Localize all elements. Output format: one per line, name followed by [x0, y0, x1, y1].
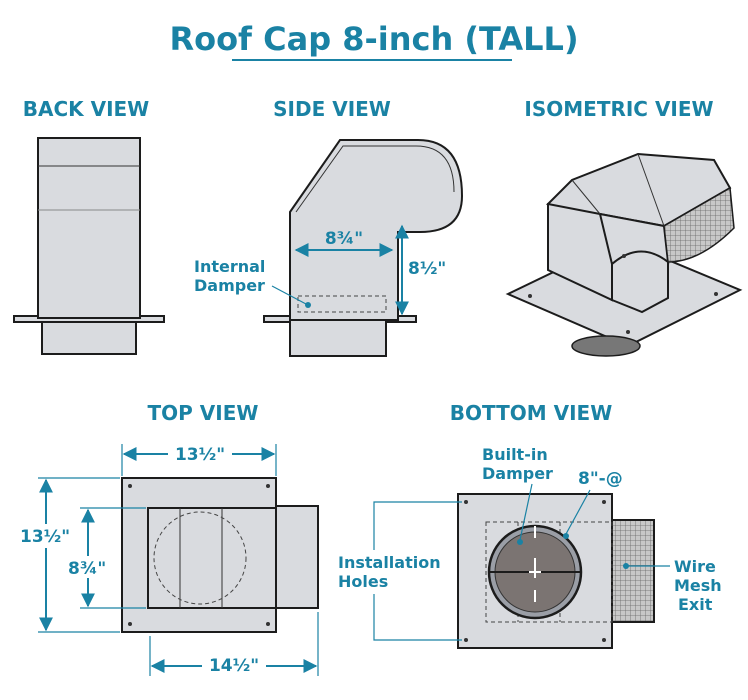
side-height-dim: 8½"	[408, 259, 446, 279]
top-inner-dim: 8¾"	[68, 559, 106, 579]
diameter-marker	[563, 533, 569, 539]
bottom-view-drawing	[457, 493, 655, 649]
wire-mesh-label-3: Exit	[678, 595, 713, 614]
installation-holes-label-2: Holes	[338, 572, 388, 591]
isometric-view-heading: ISOMETRIC VIEW	[524, 97, 713, 121]
built-in-damper-label-1: Built-in	[482, 445, 548, 464]
top-depth-dim: 13½"	[20, 527, 70, 547]
side-width-dim: 8¾"	[325, 229, 363, 249]
top-view-drawing	[121, 477, 319, 633]
bottom-view-heading: BOTTOM VIEW	[450, 401, 613, 425]
installation-holes-leader-bottom	[373, 594, 462, 641]
installation-holes-label-1: Installation	[338, 553, 441, 572]
wire-mesh-label-2: Mesh	[674, 576, 722, 595]
installation-holes-leader-top	[373, 501, 462, 550]
internal-damper-leader	[271, 285, 307, 305]
back-view-drawing	[13, 137, 165, 355]
top-overall-dim: 14½"	[209, 656, 259, 676]
built-in-damper-leader	[519, 483, 533, 541]
top-view-heading: TOP VIEW	[148, 401, 259, 425]
back-view-heading: BACK VIEW	[23, 97, 150, 121]
internal-damper-marker	[305, 302, 311, 308]
side-view-heading: SIDE VIEW	[273, 97, 391, 121]
diameter-leader	[565, 489, 591, 535]
wire-mesh-label-1: Wire	[674, 557, 716, 576]
diameter-dim: 8"-@	[578, 469, 623, 489]
page-title: Roof Cap 8-inch (TALL)	[169, 20, 578, 58]
top-inner-mask	[66, 556, 118, 578]
internal-damper-label-1: Internal	[194, 257, 265, 276]
built-in-damper-marker	[517, 539, 523, 545]
internal-damper-label-2: Damper	[194, 276, 265, 295]
top-overall-mask	[202, 654, 266, 676]
built-in-damper-label-2: Damper	[482, 464, 553, 483]
top-width-dim: 13½"	[175, 445, 225, 465]
top-depth-mask	[16, 524, 74, 548]
isometric-view-drawing	[505, 152, 743, 357]
wire-mesh-marker	[623, 563, 629, 569]
top-width-mask	[168, 442, 232, 464]
side-view-drawing	[263, 139, 464, 357]
